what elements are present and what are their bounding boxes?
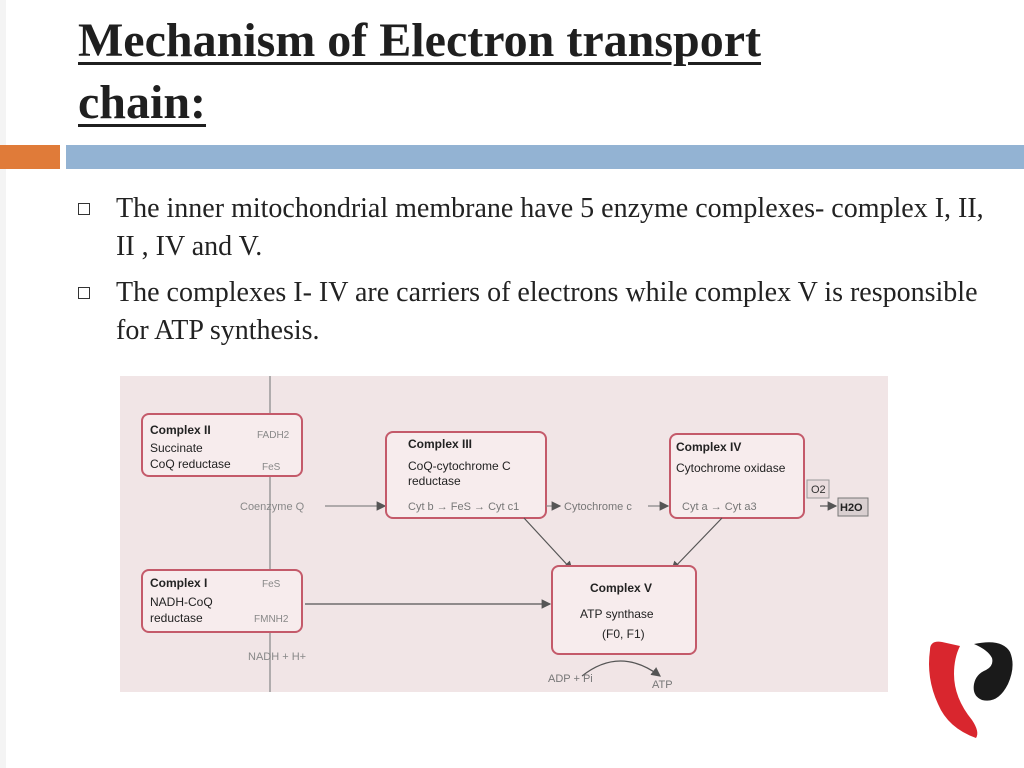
complex-v-line2: (F0, F1) <box>602 627 645 641</box>
fadh2-label: FADH2 <box>257 430 290 441</box>
slide-title: Mechanism of Electron transport chain: <box>78 10 978 134</box>
complex-v-title: Complex V <box>590 581 652 595</box>
left-rail <box>0 0 6 768</box>
fes-bottom-label: FeS <box>262 579 281 590</box>
accent-band-blue <box>66 145 1024 169</box>
complex-v-line1: ATP synthase <box>580 607 654 621</box>
complex-v-box: Complex V ATP synthase (F0, F1) <box>551 565 697 655</box>
complex-ii-line2: CoQ reductase <box>150 457 231 471</box>
complex-iii-to-v-arrow <box>523 517 573 571</box>
complex-i-title: Complex I <box>150 576 207 590</box>
complex-iii-line1: CoQ-cytochrome C <box>408 459 511 473</box>
complex-ii-title: Complex II <box>150 423 211 437</box>
cytochrome-c-label: Cytochrome c <box>564 501 632 513</box>
complex-ii-line1: Succinate <box>150 441 203 455</box>
cyt-a-a3-label: Cyt a → Cyt a3 <box>682 501 757 513</box>
fmnh2-label: FMNH2 <box>254 614 289 625</box>
complex-iii-title: Complex III <box>408 437 472 451</box>
complex-iii-box: Complex III CoQ-cytochrome C reductase C… <box>385 431 547 519</box>
bullet-item-1: The inner mitochondrial membrane have 5 … <box>78 190 988 266</box>
adp-to-atp-arrow <box>581 660 661 677</box>
complex-iv-box: Complex IV Cytochrome oxidase Cyt a → Cy… <box>669 433 805 519</box>
h2o-box <box>837 497 869 517</box>
complex-iv-to-v-arrow <box>671 517 723 571</box>
coenzyme-q-label: Coenzyme Q <box>240 501 305 513</box>
h2o-label: H2O <box>840 502 863 514</box>
institution-logo <box>929 641 1013 738</box>
atp-label: ATP <box>652 679 673 691</box>
title-line-1: Mechanism of Electron transport <box>78 14 762 67</box>
cyt-b-fes-c1-label: Cyt b → FeS → Cyt c1 <box>408 501 519 513</box>
accent-band-orange <box>0 145 60 169</box>
complex-iv-line1: Cytochrome oxidase <box>676 461 786 475</box>
square-bullet-icon <box>78 287 90 299</box>
o2-box <box>806 479 830 499</box>
nadh-label: NADH + H+ <box>248 651 306 663</box>
bullet-item-2: The complexes I- IV are carriers of elec… <box>78 274 988 350</box>
adp-pi-label: ADP + Pi <box>548 673 593 685</box>
square-bullet-icon <box>78 203 90 215</box>
complex-i-line1: NADH-CoQ <box>150 595 213 609</box>
bullet-text-2: The complexes I- IV are carriers of elec… <box>116 277 978 346</box>
bullet-text-1: The inner mitochondrial membrane have 5 … <box>116 193 984 262</box>
complex-i-line2: reductase <box>150 611 203 625</box>
fes-top-label: FeS <box>262 462 281 473</box>
complex-ii-box: Complex II Succinate CoQ reductase FADH2… <box>141 413 303 477</box>
title-line-2: chain: <box>78 76 207 129</box>
etc-diagram: Complex II Succinate CoQ reductase FADH2… <box>120 376 888 692</box>
o2-label: O2 <box>811 484 826 496</box>
complex-iv-title: Complex IV <box>676 440 741 454</box>
bullet-list: The inner mitochondrial membrane have 5 … <box>78 190 988 358</box>
complex-iii-line2: reductase <box>408 474 461 488</box>
complex-i-box: Complex I NADH-CoQ reductase FeS FMNH2 <box>141 569 303 633</box>
